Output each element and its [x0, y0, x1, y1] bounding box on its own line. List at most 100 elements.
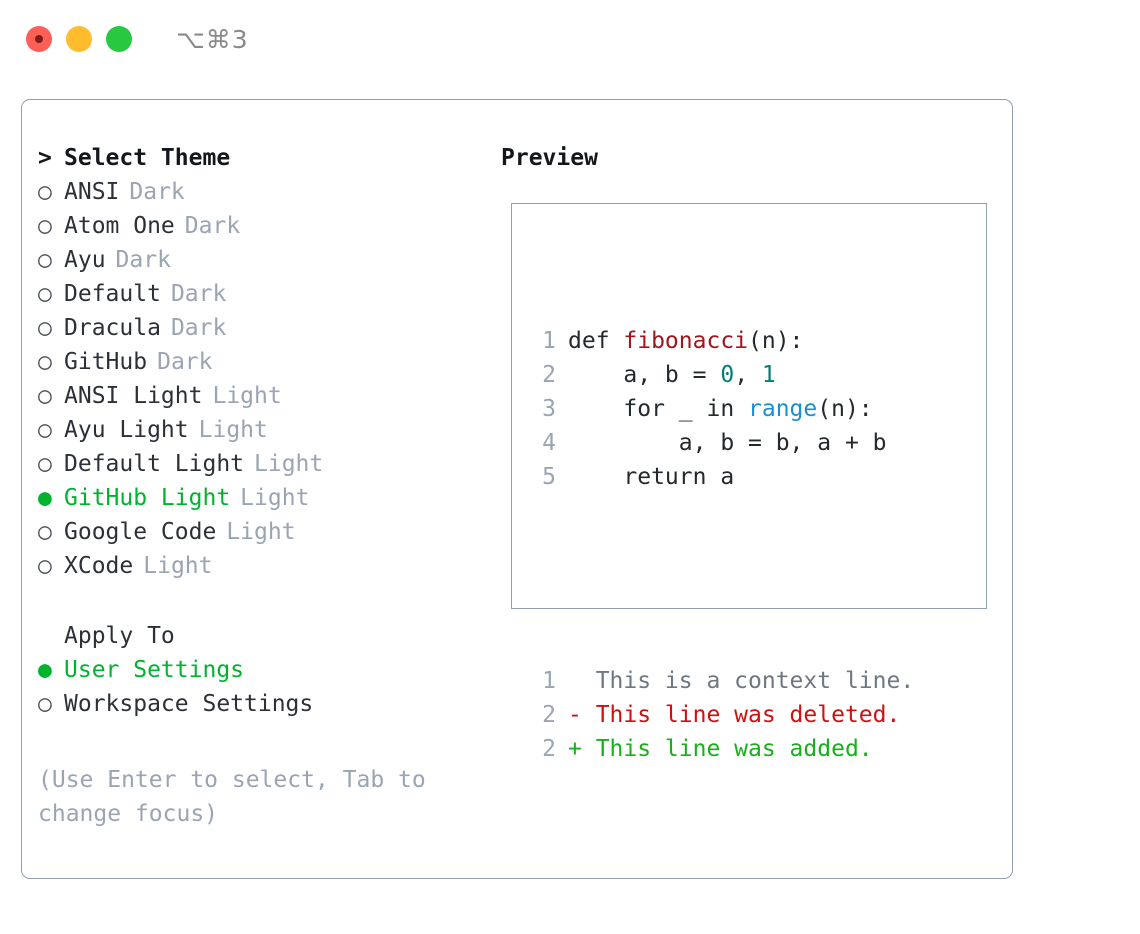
- theme-name: Google Code: [64, 519, 217, 545]
- theme-variant-label: Light: [240, 485, 310, 511]
- code-line-text: - This line was deleted.: [568, 702, 900, 728]
- theme-name: Default: [64, 281, 161, 307]
- traffic-lights: [26, 26, 132, 52]
- code-token: - This line was deleted.: [568, 702, 901, 728]
- line-number: 5: [542, 464, 556, 490]
- theme-variant-label: Light: [212, 383, 282, 409]
- theme-variant-label: Light: [226, 519, 296, 545]
- code-token: + This line was added.: [568, 736, 873, 762]
- radio-unselected-icon[interactable]: ○: [38, 519, 52, 545]
- code-line: 1 def fibonacci(n):: [528, 324, 914, 358]
- code-line-text: a, b = b, a + b: [568, 430, 887, 456]
- radio-unselected-icon[interactable]: ○: [38, 247, 52, 273]
- theme-list-item[interactable]: ○ Google Code Light: [38, 515, 478, 549]
- theme-name: ANSI: [64, 179, 120, 205]
- code-line-text: This is a context line.: [568, 668, 915, 694]
- code-token: This is a context line.: [568, 668, 915, 694]
- apply-to-option[interactable]: ● User Settings: [38, 653, 478, 687]
- apply-to-label: Workspace Settings: [64, 691, 314, 717]
- theme-variant-label: Dark: [170, 315, 227, 341]
- close-button[interactable]: [26, 26, 52, 52]
- radio-unselected-icon[interactable]: ○: [38, 691, 52, 717]
- apply-to-spacer: [38, 619, 64, 653]
- zoom-button[interactable]: [106, 26, 132, 52]
- theme-variant-label: Light: [143, 553, 213, 579]
- theme-list-item[interactable]: ○ Dracula Dark: [38, 311, 478, 345]
- line-number: 1: [542, 328, 556, 354]
- code-line-text: for _ in range(n):: [568, 396, 873, 422]
- section-divider: [38, 583, 478, 619]
- caret-icon: >: [38, 145, 52, 171]
- theme-list-item[interactable]: ○ Ayu Dark: [38, 243, 478, 277]
- diff-line: 2 + This line was added.: [528, 732, 914, 766]
- line-number: 2: [542, 702, 556, 728]
- code-token: fibonacci: [623, 328, 749, 354]
- line-number: 2: [542, 736, 556, 762]
- theme-list-item[interactable]: ○ Default Dark: [38, 277, 478, 311]
- code-line-text: a, b = 0, 1: [568, 362, 775, 388]
- minimize-button[interactable]: [66, 26, 92, 52]
- titlebar: ⌥⌘3: [0, 0, 1140, 78]
- theme-list-item[interactable]: ● GitHub Light Light: [38, 481, 478, 515]
- radio-selected-icon[interactable]: ●: [38, 485, 52, 511]
- radio-unselected-icon[interactable]: ○: [38, 179, 52, 205]
- radio-unselected-icon[interactable]: ○: [38, 281, 52, 307]
- theme-name: GitHub: [64, 349, 148, 375]
- code-line: 3 for _ in range(n):: [528, 392, 914, 426]
- code-token: (n):: [817, 396, 873, 422]
- radio-unselected-icon[interactable]: ○: [38, 349, 52, 375]
- apply-to-option[interactable]: ○ Workspace Settings: [38, 687, 478, 721]
- theme-variant-label: Dark: [157, 349, 213, 375]
- radio-unselected-icon[interactable]: ○: [38, 451, 52, 477]
- code-token: ,: [734, 362, 762, 388]
- theme-variant-label: Dark: [115, 247, 171, 273]
- theme-name: Atom One: [64, 213, 175, 239]
- theme-list-item[interactable]: ○ ANSI Light Light: [38, 379, 478, 413]
- keyboard-shortcut-label: ⌥⌘3: [176, 24, 249, 54]
- diff-line: 1 This is a context line.: [528, 664, 914, 698]
- theme-name: Ayu Light: [64, 417, 189, 443]
- preview-title: Preview: [501, 145, 598, 171]
- theme-name: ANSI Light: [64, 383, 203, 409]
- theme-name: XCode: [64, 553, 134, 579]
- radio-unselected-icon[interactable]: ○: [38, 383, 52, 409]
- theme-name: Ayu: [64, 247, 106, 273]
- theme-name: Default Light: [64, 451, 245, 477]
- theme-name: GitHub Light: [64, 485, 231, 511]
- line-number: 2: [542, 362, 556, 388]
- radio-unselected-icon[interactable]: ○: [38, 315, 52, 341]
- diff-line: 2 - This line was deleted.: [528, 698, 914, 732]
- code-token: range: [748, 396, 818, 422]
- radio-selected-icon[interactable]: ●: [38, 657, 52, 683]
- theme-list-item[interactable]: ○ Ayu Light Light: [38, 413, 478, 447]
- code-token: (n):: [748, 328, 804, 354]
- theme-name: Dracula: [64, 315, 161, 341]
- theme-variant-label: Dark: [170, 281, 227, 307]
- line-number: 4: [542, 430, 556, 456]
- radio-unselected-icon[interactable]: ○: [38, 417, 52, 443]
- radio-unselected-icon[interactable]: ○: [38, 213, 52, 239]
- theme-list-item[interactable]: ○ GitHub Dark: [38, 345, 478, 379]
- code-line: 4 a, b = b, a + b: [528, 426, 914, 460]
- theme-list-item[interactable]: ○ XCode Light: [38, 549, 478, 583]
- theme-variant-label: Light: [198, 417, 268, 443]
- code-line-text: return a: [568, 464, 734, 490]
- radio-unselected-icon[interactable]: ○: [38, 553, 52, 579]
- select-theme-header: > Select Theme: [38, 141, 478, 175]
- code-token: for _ in: [568, 396, 749, 422]
- code-token: def: [568, 328, 624, 354]
- code-token: return a: [568, 464, 735, 490]
- code-line-text: + This line was added.: [568, 736, 873, 762]
- help-hint: (Use Enter to select, Tab to change focu…: [38, 767, 426, 827]
- apply-to-label: User Settings: [64, 657, 245, 683]
- code-line-text: def fibonacci(n):: [568, 328, 803, 354]
- diff-block: 1 This is a context line. 2 - This line wa…: [528, 664, 914, 766]
